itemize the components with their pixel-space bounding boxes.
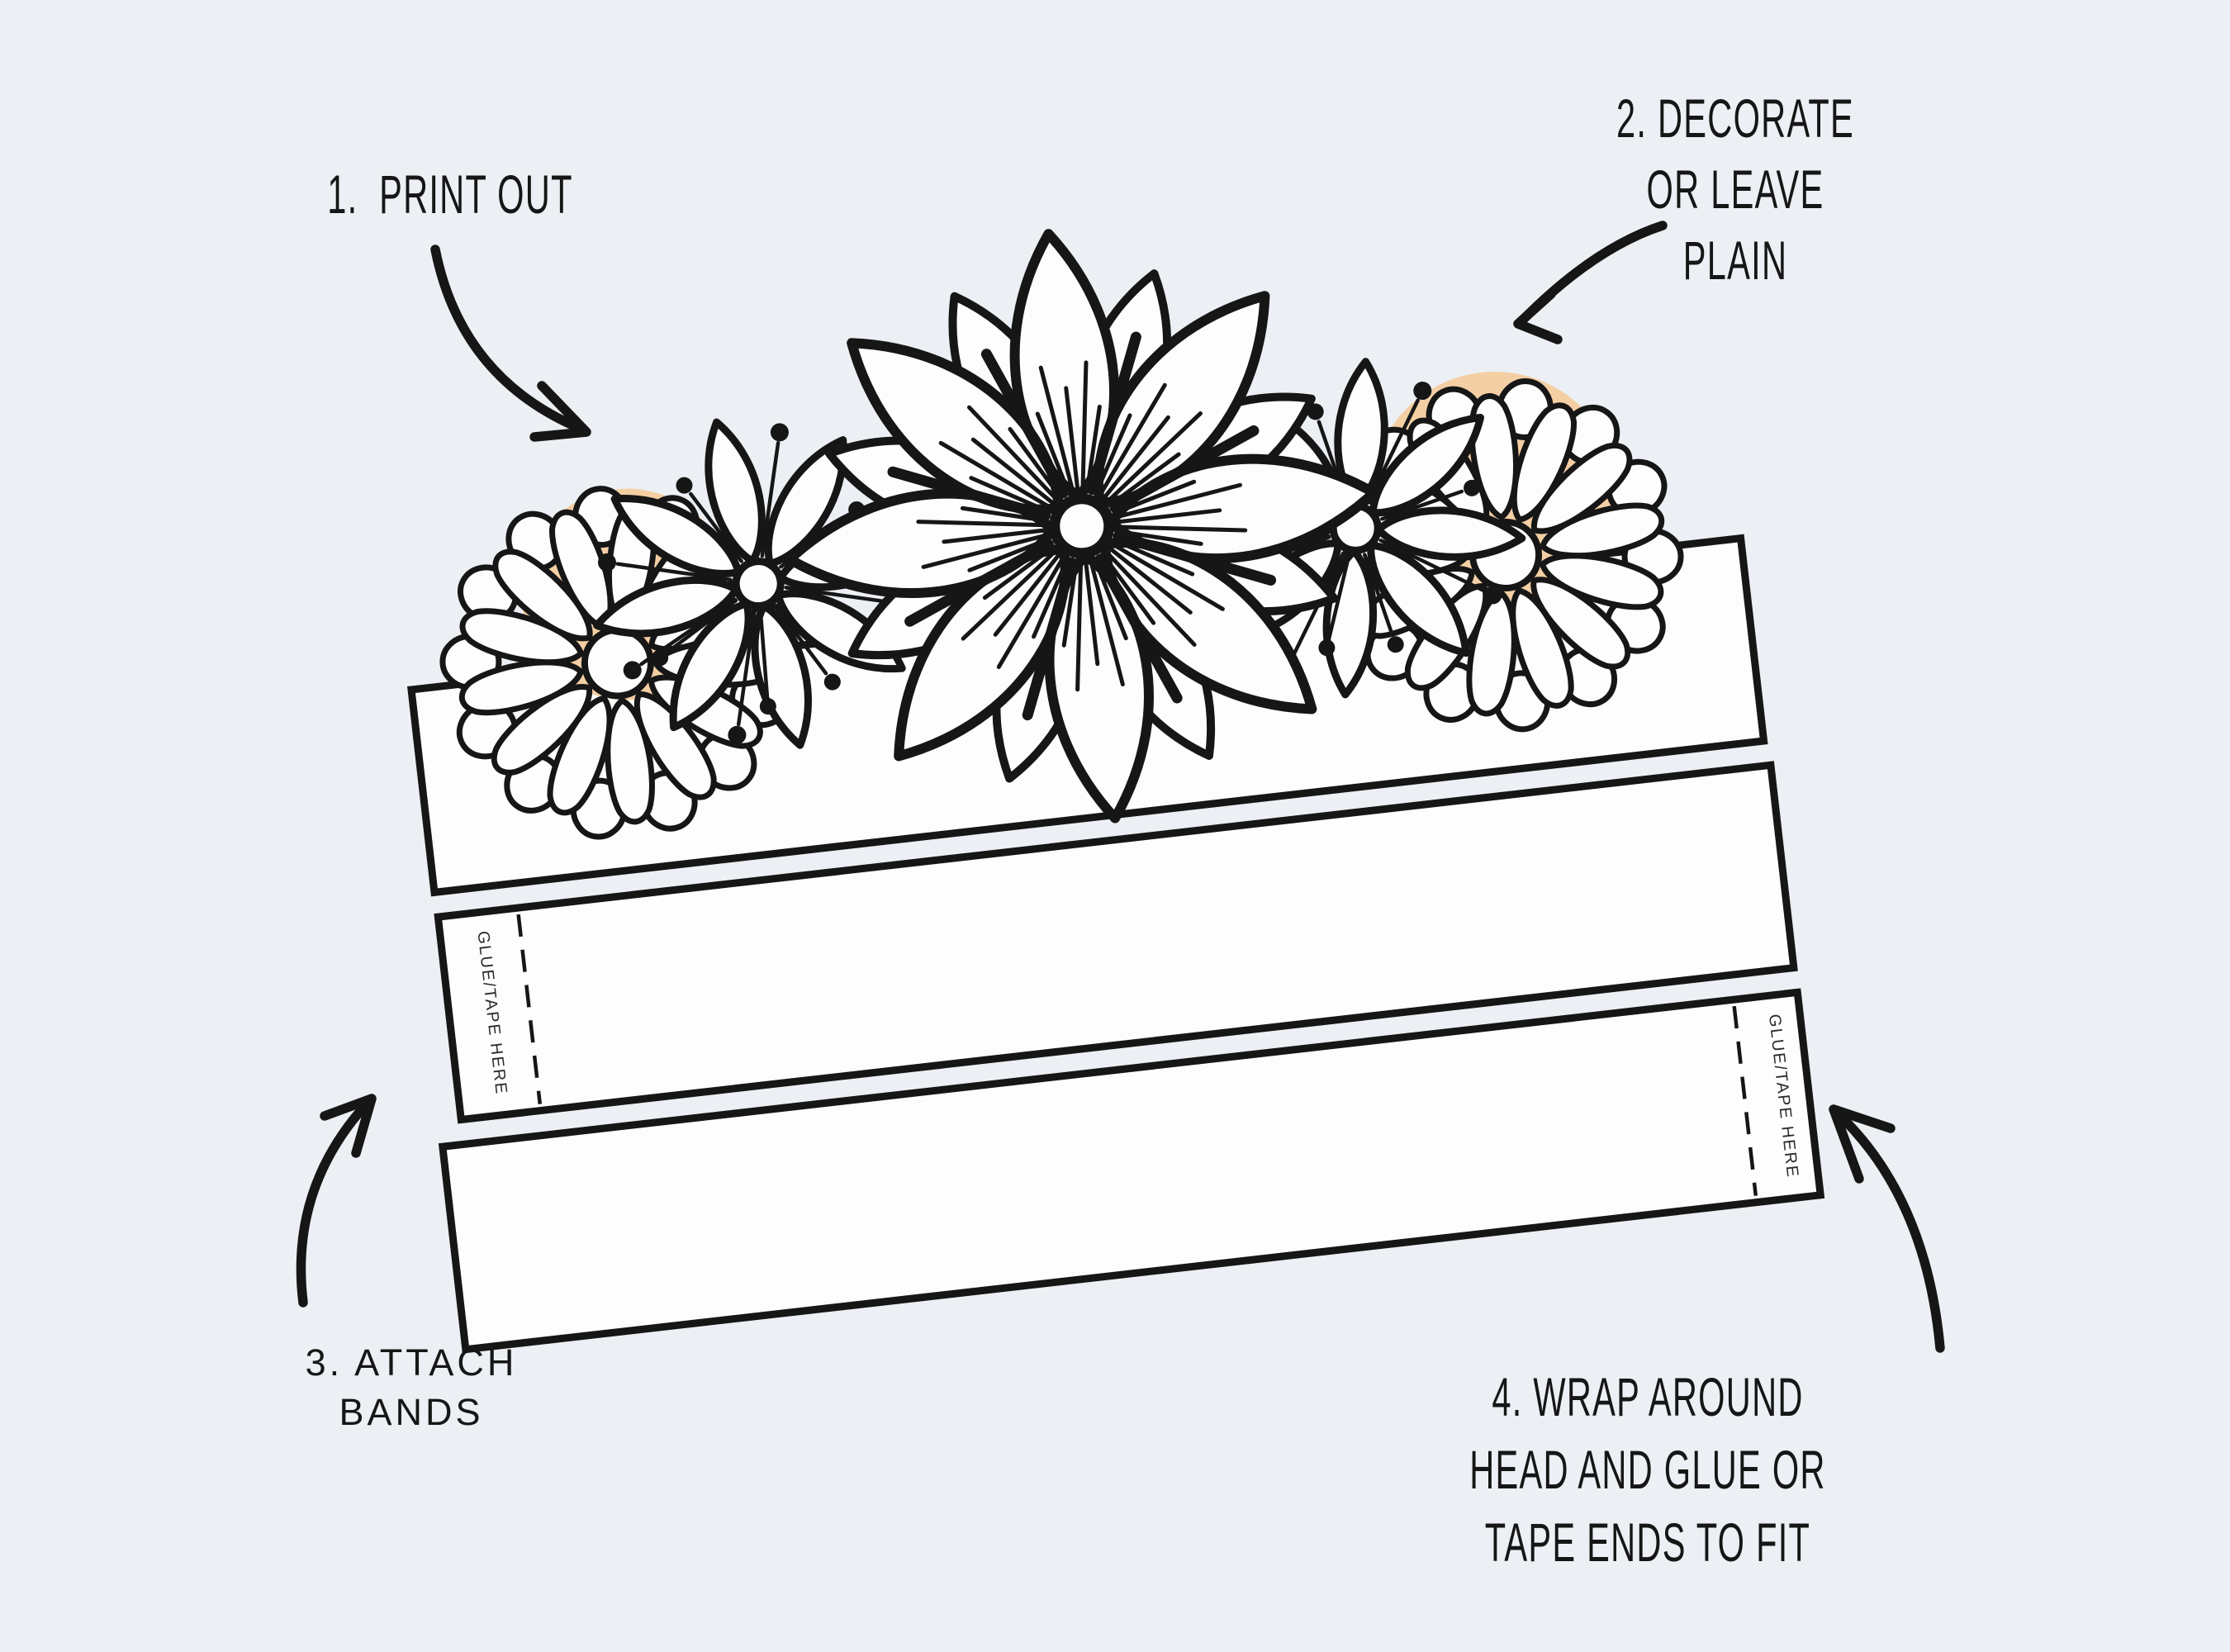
step-3-line-2: BANDS — [339, 1391, 484, 1433]
step-1-label: 1. PRINT OUT — [268, 157, 633, 231]
step-2-line-1: 2. DECORATE — [1616, 88, 1855, 149]
step-4-label: 4. WRAP AROUND HEAD AND GLUE OR TAPE END… — [1450, 1360, 1846, 1578]
dahlia-center — [1049, 493, 1115, 559]
curved-arrow-up-left-icon — [1829, 1104, 1945, 1353]
curved-arrow-down-left-icon — [1513, 221, 1668, 344]
step-2-line-2: OR LEAVE — [1646, 159, 1824, 220]
step-4-line-2: HEAD AND GLUE OR — [1469, 1439, 1826, 1500]
step-1-text: 1. PRINT OUT — [327, 164, 573, 225]
curved-arrow-up-right-icon — [296, 1094, 377, 1308]
big-dahlia-flower — [757, 201, 1407, 852]
band-bottom: GLUE/TAPE HERE — [438, 988, 1825, 1354]
fold-line-band-bottom — [1732, 1005, 1758, 1196]
curved-arrow-down-right-icon — [430, 244, 591, 442]
annotation-arrows — [296, 221, 1945, 1353]
step-4-line-3: TAPE ENDS TO FIT — [1484, 1512, 1811, 1573]
step-4-line-1: 4. WRAP AROUND — [1492, 1366, 1804, 1427]
crown-template: GLUE/TAPE HERE GLUE/TAPE HERE — [407, 159, 1825, 1354]
step-2-label: 2. DECORATE OR LEAVE PLAIN — [1568, 83, 1901, 296]
fold-line-band-middle — [516, 914, 543, 1104]
step-3-label: 3. ATTACH BANDS — [197, 1338, 626, 1437]
step-2-line-3: PLAIN — [1682, 230, 1788, 291]
band-middle: GLUE/TAPE HERE — [434, 761, 1798, 1124]
step-3-line-1: 3. ATTACH — [305, 1341, 518, 1384]
